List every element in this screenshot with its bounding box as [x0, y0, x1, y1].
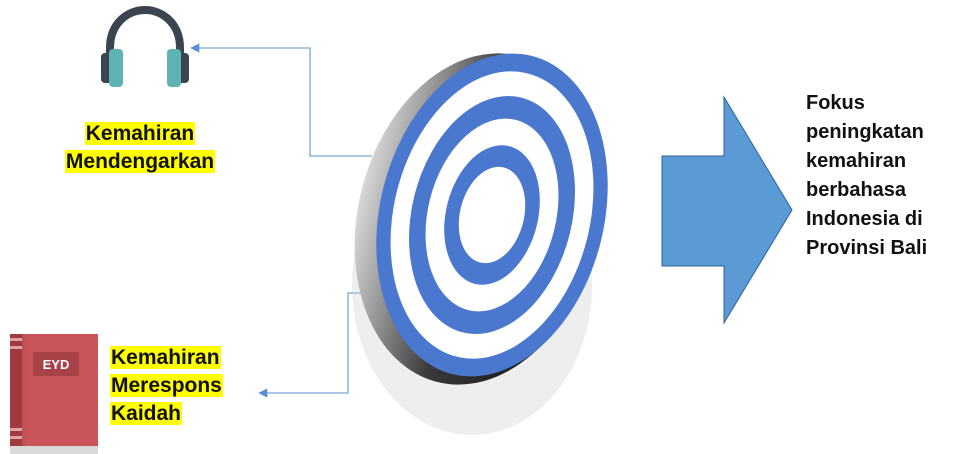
label-focus-line-5: Indonesia di [806, 205, 960, 234]
target-icon [321, 27, 640, 435]
label-focus: Fokus peningkatan kemahiran berbahasa In… [806, 89, 960, 263]
headphones-icon [101, 10, 189, 87]
book-title: EYD [43, 357, 70, 372]
label-focus-line-4: berbahasa [806, 176, 960, 205]
label-rules-line-3: Kaidah [110, 402, 182, 425]
right-arrow-icon [662, 97, 792, 323]
label-rules: Kemahiran Merespons Kaidah [110, 344, 260, 428]
label-focus-line-3: kemahiran [806, 147, 960, 176]
label-listening-line-1: Kemahiran [85, 122, 196, 145]
label-rules-line-1: Kemahiran [110, 346, 221, 369]
label-rules-line-2: Merespons [110, 374, 223, 397]
label-focus-line-1: Fokus [806, 89, 960, 118]
label-focus-line-6: Provinsi Bali [806, 234, 960, 263]
book-icon: EYD [10, 334, 98, 454]
label-listening: Kemahiran Mendengarkan [40, 120, 240, 176]
label-listening-line-2: Mendengarkan [65, 150, 215, 173]
label-focus-line-2: peningkatan [806, 118, 960, 147]
